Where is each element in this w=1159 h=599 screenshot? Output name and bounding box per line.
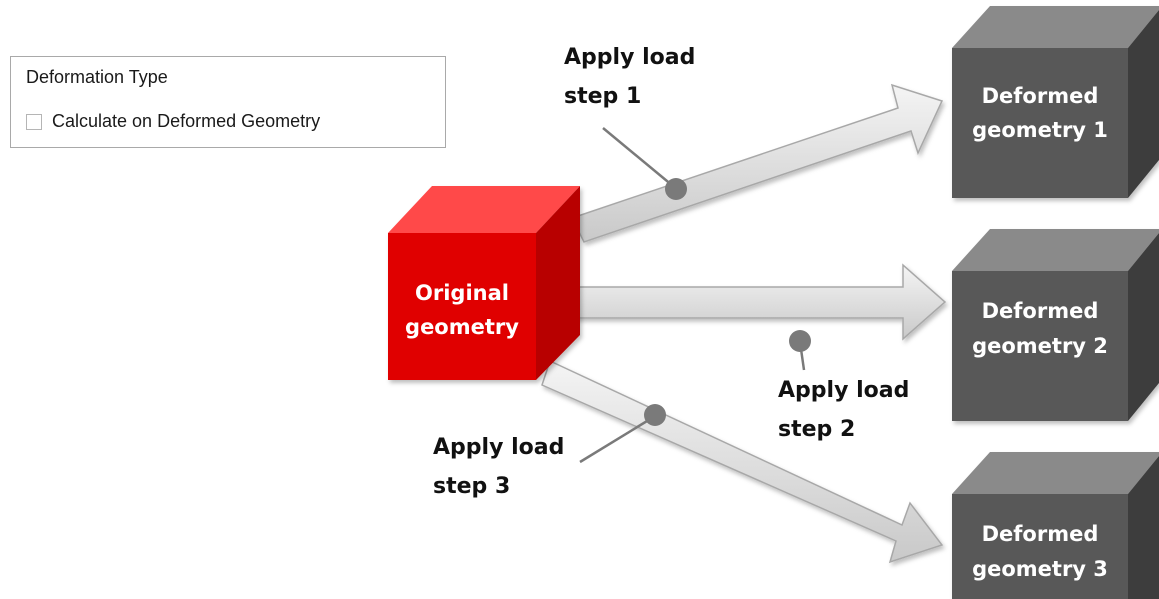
calculate-deformed-checkbox[interactable] <box>26 113 42 130</box>
arrow-step-1 <box>570 83 944 243</box>
original-geometry-cube <box>388 186 580 380</box>
callout-step-1 <box>602 127 687 200</box>
original-label-line2: geometry <box>405 315 519 339</box>
deformed-geometry-1-cube <box>952 6 1159 198</box>
step-1-label-line1: Apply load <box>564 45 695 70</box>
deformed-geometry-2-cube <box>952 229 1159 421</box>
step-2-label-line2: step 2 <box>778 417 855 442</box>
calculate-deformed-label: Calculate on Deformed Geometry <box>52 111 321 131</box>
callout-step-2 <box>789 330 811 371</box>
step-3-label-line1: Apply load <box>433 435 564 460</box>
arrow-step-2 <box>574 263 947 341</box>
deformed-2-label-line2: geometry 2 <box>972 334 1108 358</box>
step-3-label-line2: step 3 <box>433 474 510 499</box>
step-2-label-line1: Apply load <box>778 378 909 403</box>
deformed-2-label-line1: Deformed <box>982 299 1099 323</box>
deformation-type-panel: Deformation Type Calculate on Deformed G… <box>10 56 446 148</box>
arrow-step-3 <box>541 359 944 564</box>
deformed-1-label-line2: geometry 1 <box>972 118 1108 142</box>
deformed-1-label-line1: Deformed <box>982 84 1099 108</box>
panel-title: Deformation Type <box>26 67 168 87</box>
step-1-label-line2: step 1 <box>564 84 641 109</box>
original-label-line1: Original <box>415 281 509 305</box>
callout-step-3 <box>579 404 666 464</box>
deformed-3-label-line1: Deformed <box>982 522 1099 546</box>
deformed-3-label-line2: geometry 3 <box>972 557 1108 581</box>
deformed-geometry-3-cube <box>952 452 1159 599</box>
calculate-deformed-row[interactable]: Calculate on Deformed Geometry <box>26 111 320 132</box>
